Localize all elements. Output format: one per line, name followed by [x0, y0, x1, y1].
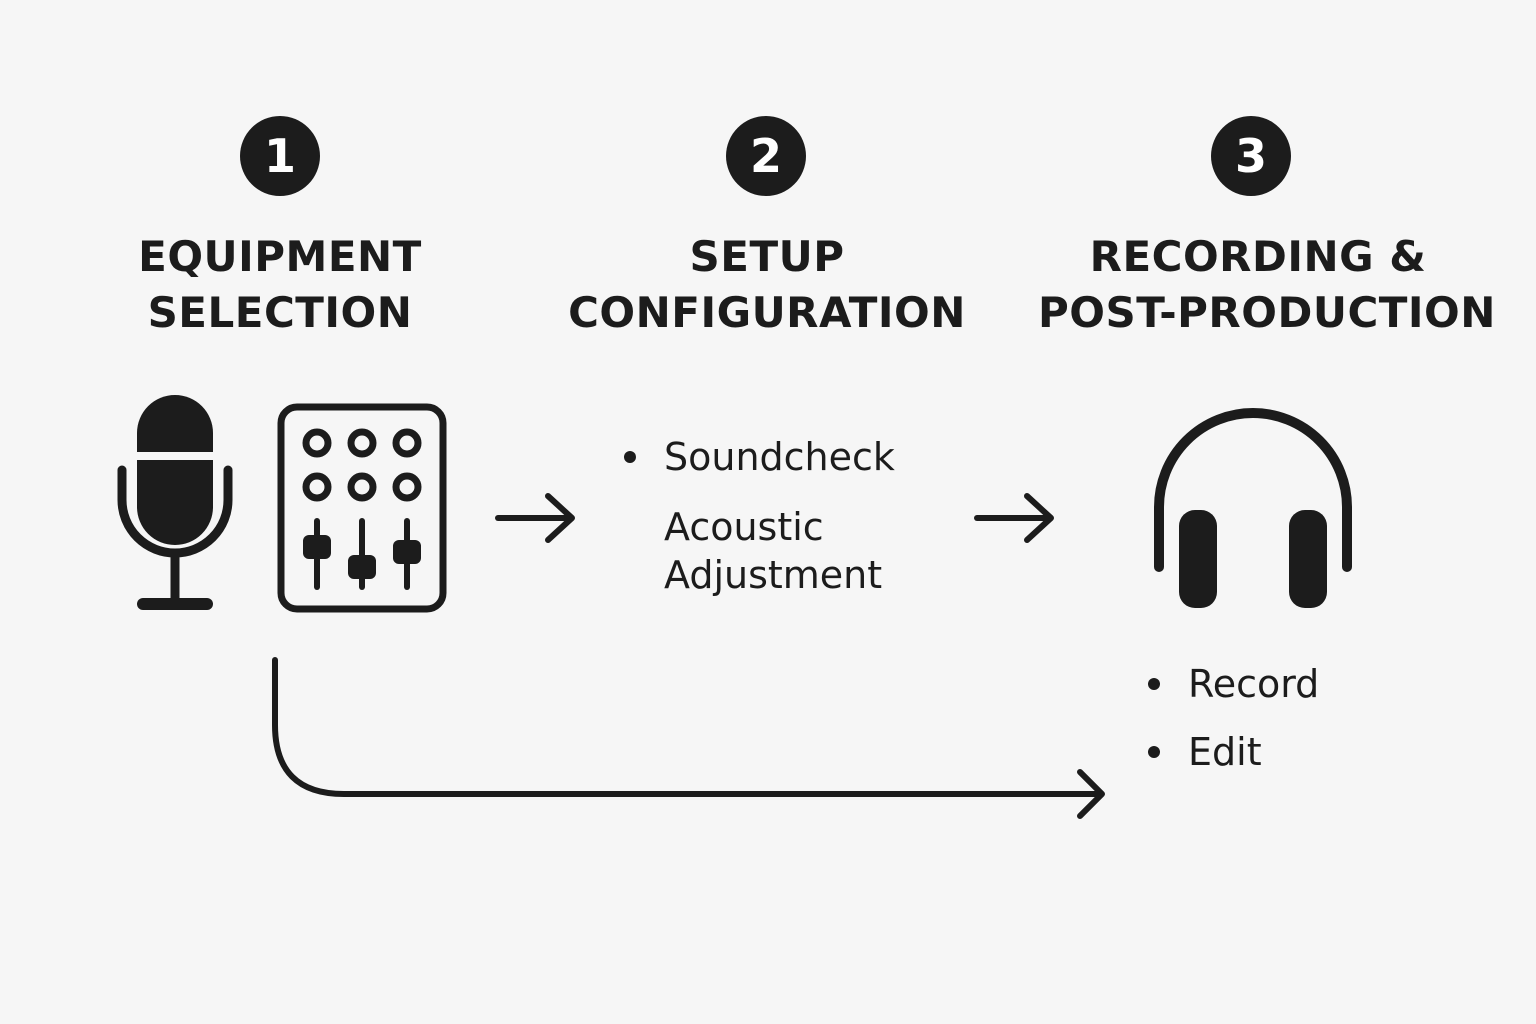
step-1-badge: 1 — [240, 116, 320, 196]
microphone-icon — [117, 395, 233, 610]
list-item-acoustic: Acoustic — [664, 503, 895, 551]
arrow-step2-to-step3 — [974, 493, 1054, 543]
list-item-label: Edit — [1188, 730, 1262, 774]
step-1-title: EQUIPMENT SELECTION — [130, 229, 430, 341]
list-item-label: Acoustic — [664, 505, 824, 549]
step-2-badge: 2 — [726, 116, 806, 196]
step-3-title-line-1: RECORDING & — [1089, 232, 1427, 281]
step-2-list: Soundcheck Acoustic Adjustment — [624, 433, 895, 599]
bullet-icon — [624, 451, 636, 463]
step-3-title: RECORDING & POST-PRODUCTION — [1038, 229, 1496, 341]
list-item-label: Record — [1188, 662, 1320, 706]
step-3-title-line-2: POST-PRODUCTION — [1038, 288, 1496, 337]
step-3-badge: 3 — [1211, 116, 1291, 196]
arrow-step1-to-step2 — [495, 493, 575, 543]
step-2-title-line-1: SETUP — [689, 232, 845, 281]
step-1-title-line-2: SELECTION — [147, 288, 413, 337]
step-1-title-line-1: EQUIPMENT — [138, 232, 422, 281]
mixer-icon — [277, 403, 447, 613]
list-item-edit: Edit — [1148, 728, 1319, 776]
list-item-label: Soundcheck — [664, 435, 895, 479]
step-3-list: Record Edit — [1148, 660, 1320, 776]
arrow-step1-to-step3 — [272, 657, 1105, 819]
bullet-icon — [1148, 746, 1160, 758]
list-item-record: Record — [1148, 660, 1320, 708]
list-item-label: Adjustment — [664, 553, 883, 597]
step-2-title-line-2: CONFIGURATION — [568, 288, 966, 337]
list-item-soundcheck: Soundcheck — [624, 433, 895, 481]
step-2-title: SETUP CONFIGURATION — [567, 229, 967, 341]
headphones-icon — [1154, 408, 1352, 608]
list-item-adjustment: Adjustment — [664, 551, 895, 599]
bullet-icon — [1148, 678, 1160, 690]
